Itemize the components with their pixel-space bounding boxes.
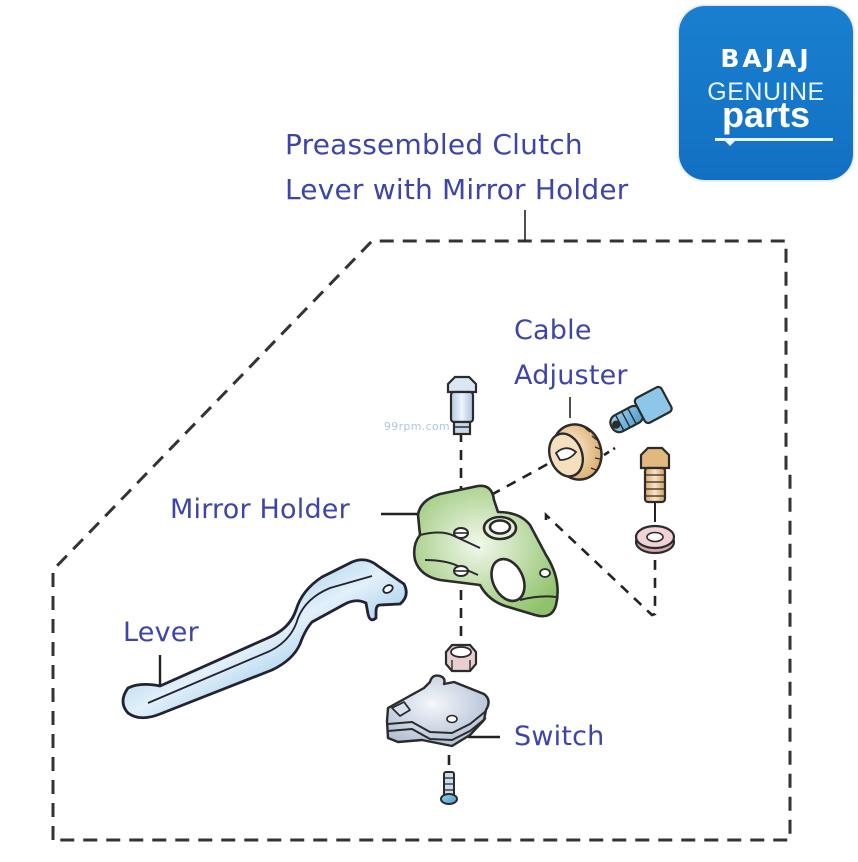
switch-label: Switch [514,721,605,752]
cable-adjuster-label-line-1: Cable [514,315,592,346]
bottom-screw [440,771,458,805]
guide-right-bolt-path [544,511,657,617]
guide-adjuster [490,458,556,497]
hex-nut [444,643,478,673]
watermark-text: 99rpm.com [384,420,450,433]
lever-label: Lever [123,617,199,648]
assembly-title-label: Preassembled Clutch Lever with Mirror Ho… [285,122,629,212]
assembly-title-line-2: Lever with Mirror Holder [285,173,629,206]
bajaj-genuine-parts-logo: BAJAJ GENUINE parts [679,6,853,180]
cable-adjuster-label: Cable Adjuster [514,308,628,398]
logo-underline [715,138,833,141]
assembly-title-line-1: Preassembled Clutch [285,128,583,161]
mirror-holder-label: Mirror Holder [170,494,350,525]
cable-adjuster-label-line-2: Adjuster [514,360,628,391]
logo-tick-icon [723,139,737,146]
logo-genuine-text: GENUINE [707,78,825,106]
clutch-lever [121,558,408,720]
top-bolt [446,375,478,436]
washer [634,524,676,555]
assembly-boundary-dashed [51,239,792,842]
logo-brand-text: BAJAJ [720,44,812,73]
cable-adjuster-knob [547,423,603,481]
cable-adjuster-screw [609,385,673,434]
leader-lines [158,512,500,739]
assembly-outline [51,239,792,842]
logo-parts-text: parts [721,94,811,135]
clutch-switch [385,674,490,748]
guide-adjuster-screw [603,446,616,457]
explosion-guides [447,432,657,772]
right-bolt [639,446,671,504]
mirror-holder [412,484,559,618]
